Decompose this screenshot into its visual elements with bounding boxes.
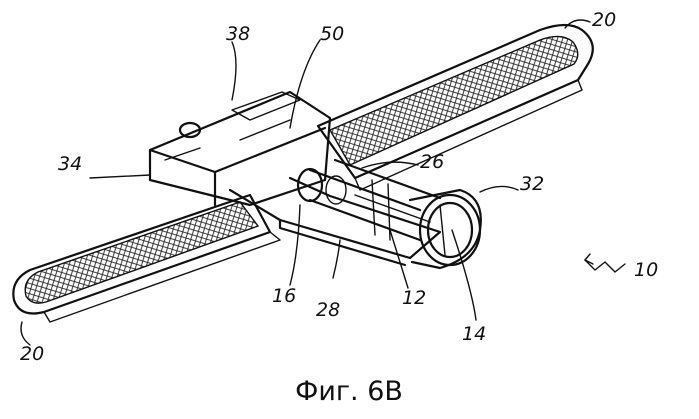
label-slot: 16 (272, 285, 296, 307)
shaft-sleeve (298, 160, 440, 240)
label-pad-bottom: 20 (20, 343, 44, 365)
figure-caption: Фиг. 6В (295, 376, 403, 407)
label-pad-top: 20 (592, 9, 616, 31)
label-base: 28 (316, 299, 340, 321)
label-shaft: 12 (402, 287, 426, 309)
label-sleeve: 26 (420, 151, 444, 173)
base-plate (230, 178, 440, 265)
label-ring: 32 (520, 173, 544, 195)
central-body (150, 92, 330, 205)
label-assembly: 10 (634, 259, 658, 281)
label-bore: 14 (462, 323, 486, 345)
label-block-face: 50 (320, 23, 344, 45)
lower-pad (13, 195, 280, 322)
label-block-top: 38 (226, 23, 250, 45)
upper-pad (318, 25, 593, 190)
label-block-side: 34 (58, 153, 82, 175)
ring-end (410, 190, 481, 268)
